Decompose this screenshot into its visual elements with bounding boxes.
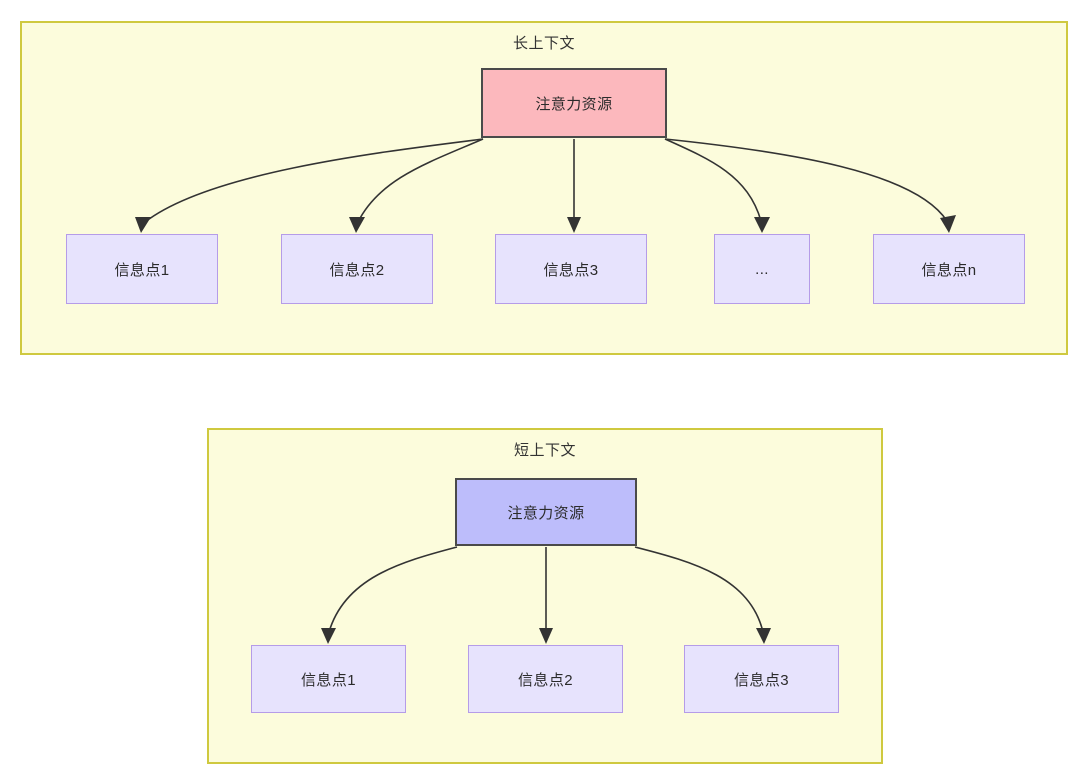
node-long-info-point-2[interactable]: 信息点2 — [281, 234, 433, 304]
panel-long-context-title: 长上下文 — [512, 35, 575, 52]
node-short-info-point-3[interactable]: 信息点3 — [684, 645, 839, 713]
node-short-info-point-1[interactable]: 信息点1 — [251, 645, 406, 713]
node-long-attention-resource[interactable]: 注意力资源 — [481, 68, 667, 138]
node-short-info-point-2[interactable]: 信息点2 — [468, 645, 623, 713]
node-long-attention-resource-label: 注意力资源 — [535, 95, 613, 113]
node-long-info-point-n[interactable]: 信息点n — [873, 234, 1025, 304]
node-long-info-point-1[interactable]: 信息点1 — [66, 234, 218, 304]
node-short-info-point-1-label: 信息点1 — [301, 671, 356, 689]
node-short-attention-resource[interactable]: 注意力资源 — [455, 478, 637, 546]
node-long-info-point-ellipsis-label: ... — [755, 260, 769, 278]
node-long-info-point-ellipsis[interactable]: ... — [714, 234, 810, 304]
node-long-info-point-1-label: 信息点1 — [114, 261, 170, 279]
node-long-info-point-3[interactable]: 信息点3 — [495, 234, 647, 304]
node-long-info-point-3-label: 信息点3 — [543, 261, 599, 279]
node-short-info-point-3-label: 信息点3 — [734, 671, 789, 689]
node-short-attention-resource-label: 注意力资源 — [507, 504, 585, 522]
node-long-info-point-2-label: 信息点2 — [329, 261, 385, 279]
node-short-info-point-2-label: 信息点2 — [518, 671, 573, 689]
panel-short-context-title: 短上下文 — [513, 442, 576, 459]
node-long-info-point-n-label: 信息点n — [921, 261, 977, 279]
